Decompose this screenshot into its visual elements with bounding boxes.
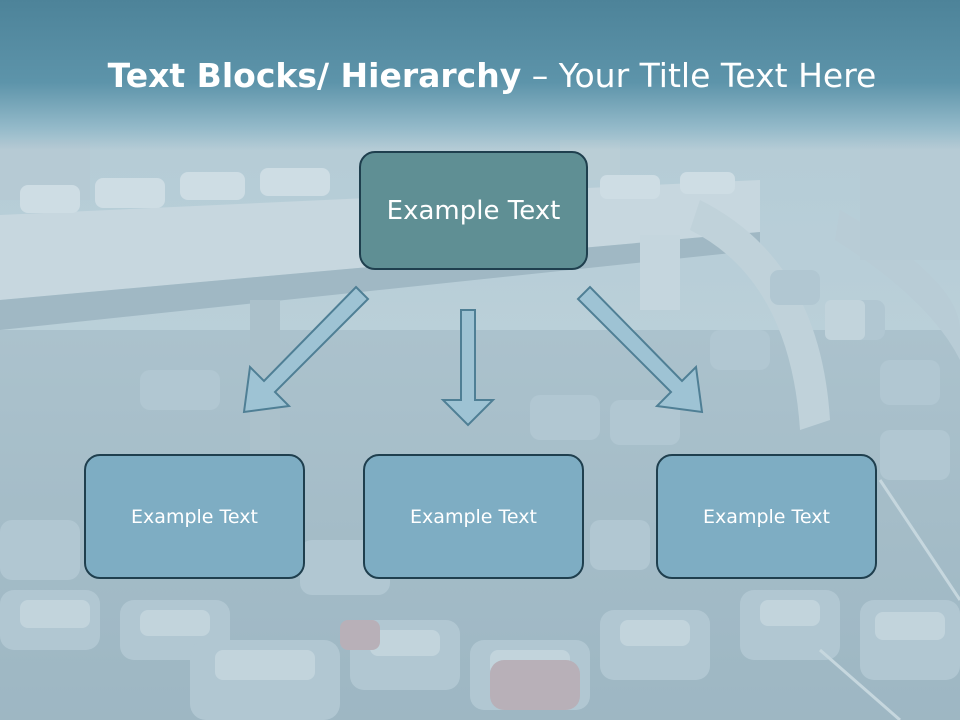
top-example-box[interactable]: Example Text (359, 151, 588, 270)
arrow-center (440, 309, 496, 427)
child-box-label: Example Text (131, 505, 258, 528)
slide-title: Text Blocks/ Hierarchy – Your Title Text… (0, 52, 960, 100)
title-band (0, 0, 960, 150)
child-example-box-center[interactable]: Example Text (363, 454, 584, 579)
arrow-right (576, 285, 704, 414)
title-rest-part: Your Title Text Here (558, 56, 877, 95)
child-box-label: Example Text (703, 505, 830, 528)
child-example-box-left[interactable]: Example Text (84, 454, 305, 579)
title-bold-part: Text Blocks/ Hierarchy (107, 56, 522, 95)
arrow-left (242, 285, 370, 414)
title-separator: – (531, 56, 549, 95)
top-box-label: Example Text (386, 195, 561, 226)
child-example-box-right[interactable]: Example Text (656, 454, 877, 579)
child-box-label: Example Text (410, 505, 537, 528)
